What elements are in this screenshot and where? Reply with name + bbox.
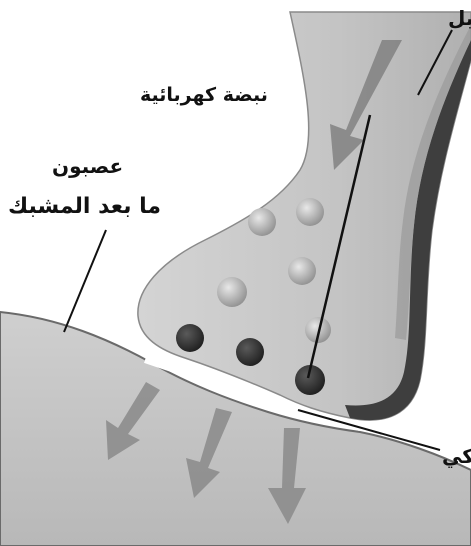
vesicle-docked xyxy=(236,338,264,366)
vesicle xyxy=(217,277,247,307)
bottom-right-label-fragment: كي xyxy=(442,444,471,468)
electric-impulse-label: نبضة كهربائية xyxy=(140,84,268,106)
postsynaptic-label-line1: عصبون xyxy=(52,154,123,178)
vesicle xyxy=(296,198,324,226)
top-right-label-fragment: بل xyxy=(448,6,471,30)
vesicle xyxy=(248,208,276,236)
vesicle-docked xyxy=(176,324,204,352)
vesicle xyxy=(288,257,316,285)
postsynaptic-label-line2: ما بعد المشبك xyxy=(8,194,161,219)
leader-postsynaptic xyxy=(64,230,106,332)
